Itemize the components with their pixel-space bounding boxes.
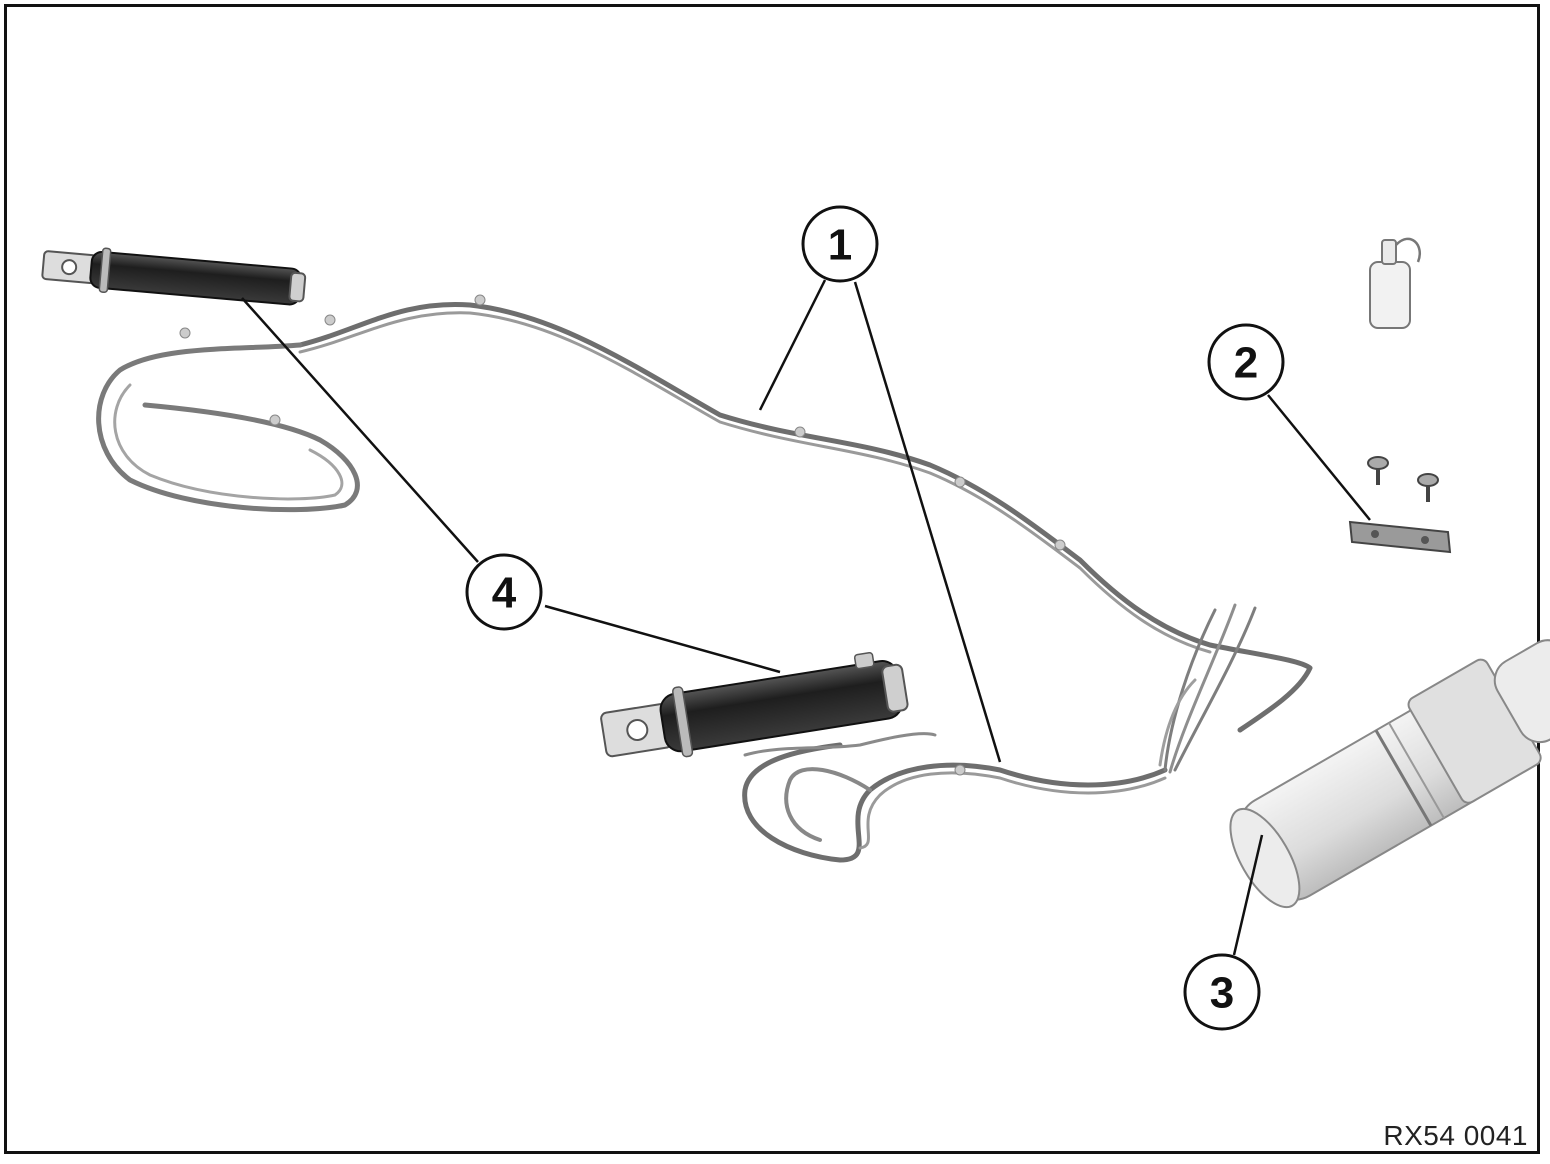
leader-4b (544, 604, 781, 674)
hydraulic-line-lower-b (858, 771, 1167, 850)
bracket-hole (1371, 530, 1379, 538)
hydraulic-line-lower-tail (743, 732, 937, 757)
cylinder-port (853, 652, 875, 670)
cylinder-ring (98, 247, 112, 294)
hydraulic-pump-unit (1229, 639, 1550, 909)
hydraulic-line-left-loop-inner (113, 383, 344, 501)
reference-code: RX54 0041 (1383, 1120, 1528, 1151)
line-clip (324, 314, 336, 326)
cylinder-end-cap (288, 271, 307, 303)
hydraulic-cylinder-lower (600, 652, 909, 758)
line-clip (474, 294, 486, 306)
line-clip (954, 764, 966, 776)
callout-4: 4 (465, 553, 543, 631)
line-clip (179, 327, 191, 339)
callout-1-label: 1 (828, 221, 852, 270)
hydraulic-line-bundle-2 (1168, 603, 1237, 774)
mount-eye-hole (61, 259, 78, 276)
leader-1a (758, 279, 827, 411)
callout-2-label: 2 (1234, 339, 1258, 388)
screw-icon (1417, 473, 1439, 502)
callout-3: 3 (1183, 953, 1261, 1031)
leader-1b (853, 281, 1002, 763)
hydraulic-line-upper-a (297, 301, 1313, 733)
mounting-bracket-kit (1348, 456, 1452, 554)
cylinder-body (659, 660, 904, 753)
mount-eye-hole (626, 718, 649, 741)
bracket-plate (1348, 520, 1452, 554)
hydraulic-line-bundle-4 (1158, 678, 1197, 767)
pump-strap (1374, 729, 1433, 827)
callout-4-label: 4 (492, 569, 517, 618)
cylinder-ring (671, 686, 694, 758)
line-clip (1054, 539, 1066, 551)
hydraulic-cylinder-upper (41, 247, 307, 306)
hydraulic-line-bundle-1 (1163, 608, 1217, 772)
pump-strap (1388, 722, 1445, 819)
line-clip (269, 414, 281, 426)
hydraulic-line-left-loop (96, 342, 360, 513)
line-clip (794, 426, 806, 438)
hydraulic-lines (96, 294, 1313, 863)
line-clip (954, 476, 966, 488)
bottle-neck (1381, 239, 1397, 265)
hydraulic-line-upper-b (298, 311, 1212, 654)
pump-reservoir (1493, 639, 1550, 744)
cylinder-end-cap (881, 663, 909, 713)
bottle-hook (1395, 237, 1421, 263)
callout-2: 2 (1207, 323, 1285, 401)
hydraulic-line-lower-a (742, 742, 1168, 863)
callout-3-label: 3 (1210, 969, 1234, 1018)
bracket-hole (1421, 536, 1429, 544)
diagram-frame (4, 4, 1540, 1154)
leader-2 (1267, 394, 1371, 521)
reservoir-bottle (1369, 237, 1421, 329)
screw-icon (1367, 456, 1389, 485)
bottle-body (1369, 261, 1411, 329)
hydraulic-line-bundle-3 (1173, 606, 1257, 772)
leader-3 (1232, 834, 1264, 956)
pump-motor-end (1229, 807, 1301, 909)
leader-4a (241, 297, 479, 563)
callout-1: 1 (801, 205, 879, 283)
cylinder-body (89, 250, 303, 306)
callout-leaders (241, 279, 1371, 956)
hydraulic-line-lower-c (784, 767, 872, 842)
